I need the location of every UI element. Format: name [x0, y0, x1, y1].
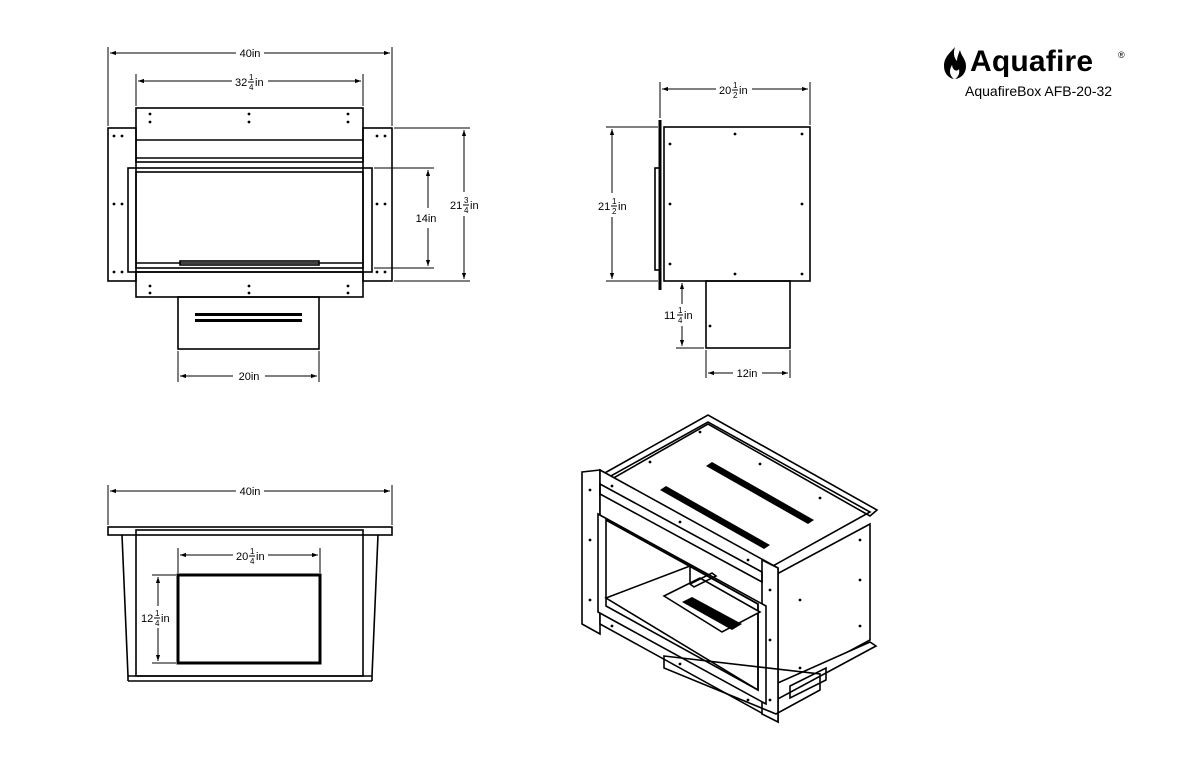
dim-label-den: 4 [464, 206, 469, 215]
top-body [135, 529, 364, 677]
iso-top-slot-front [660, 486, 770, 549]
dim-side-height: 21 1 2 in [598, 126, 658, 282]
dim-label-unit: in [684, 310, 693, 322]
iso-top-slot-rear [706, 462, 814, 524]
dim-top-cutout-width: 20 1 4 in [177, 547, 321, 573]
front-lower-box [177, 296, 320, 350]
brand-name: Aquafire [970, 45, 1094, 78]
dim-label: 20in [239, 371, 260, 383]
dim-label-whole: 11 [664, 310, 675, 322]
top-view: 40in 20 1 4 in 12 1 4 in [107, 485, 393, 682]
dim-label-whole: 20 [236, 551, 248, 563]
dim-label-num: 1 [249, 73, 254, 82]
iso-screw-holes [588, 430, 862, 702]
dim-label-num: 3 [464, 196, 469, 205]
top-cutout [176, 573, 322, 665]
registered-mark: ® [1118, 50, 1125, 60]
front-firebox-opening [135, 171, 364, 269]
front-view: 40in 32 1 4 in 14in 21 [107, 47, 479, 383]
dim-top-overall-width: 40in [107, 485, 393, 525]
side-view: 20 1 2 in 21 1 2 in 11 1 4 [598, 81, 811, 380]
dim-side-depth: 20 1 2 in [659, 81, 811, 125]
dim-label-unit: in [161, 613, 170, 625]
dim-label-unit: in [256, 551, 265, 563]
side-screw-holes [668, 132, 804, 328]
dim-label-den: 4 [678, 316, 683, 325]
front-top-panel [135, 107, 364, 163]
dim-label-den: 2 [733, 91, 738, 100]
front-burner-tray [179, 260, 320, 266]
dim-front-overall-height: 21 3 4 in [394, 127, 479, 282]
dim-label-whole: 21 [450, 200, 462, 212]
dim-label-den: 4 [250, 557, 255, 566]
dim-label-unit: in [739, 85, 748, 97]
dim-side-lower-height: 11 1 4 in [664, 280, 704, 349]
dim-label-num: 1 [678, 306, 683, 315]
top-flange [107, 526, 393, 536]
front-firebox-outer [127, 167, 373, 273]
dim-front-overall-width: 40in [107, 47, 393, 126]
dim-label-whole: 20 [719, 85, 731, 97]
dim-label-unit: in [618, 201, 627, 213]
dim-front-opening-height: 14in [374, 167, 437, 269]
dim-label-num: 1 [733, 81, 738, 90]
dim-label-num: 1 [155, 609, 160, 618]
dim-label: 40in [240, 48, 261, 60]
dim-label-num: 1 [612, 197, 617, 206]
dim-label-unit: in [255, 77, 264, 89]
dim-front-top-width: 32 1 4 in [135, 73, 364, 106]
iso-burner-tray [662, 577, 762, 633]
dim-label-den: 4 [249, 83, 254, 92]
dim-label: 12in [737, 368, 758, 380]
dim-top-cutout-height: 12 1 4 in [140, 574, 176, 664]
flame-icon [944, 47, 966, 79]
front-screw-holes [112, 112, 387, 295]
iso-left-flange [581, 469, 601, 636]
front-vent-slots [195, 313, 302, 322]
brand-block: Aquafire ® AquafireBox AFB-20-32 [938, 42, 1128, 112]
model-label: AquafireBox AFB-20-32 [965, 83, 1113, 99]
dim-label-whole: 21 [598, 201, 610, 213]
dim-label-unit: in [470, 200, 479, 212]
dim-label-whole: 12 [141, 613, 153, 625]
dim-label-den: 2 [612, 207, 617, 216]
side-main-box [663, 126, 811, 282]
side-lower-box [705, 280, 791, 349]
dim-label: 14in [416, 213, 437, 225]
dim-label: 40in [240, 486, 261, 498]
dim-front-box-width: 20in [177, 351, 320, 383]
dim-side-lower-depth: 12in [705, 350, 791, 380]
dim-label-whole: 32 [235, 77, 247, 89]
isometric-view [581, 414, 879, 724]
dim-label-den: 4 [155, 619, 160, 628]
dim-label-num: 1 [250, 547, 255, 556]
